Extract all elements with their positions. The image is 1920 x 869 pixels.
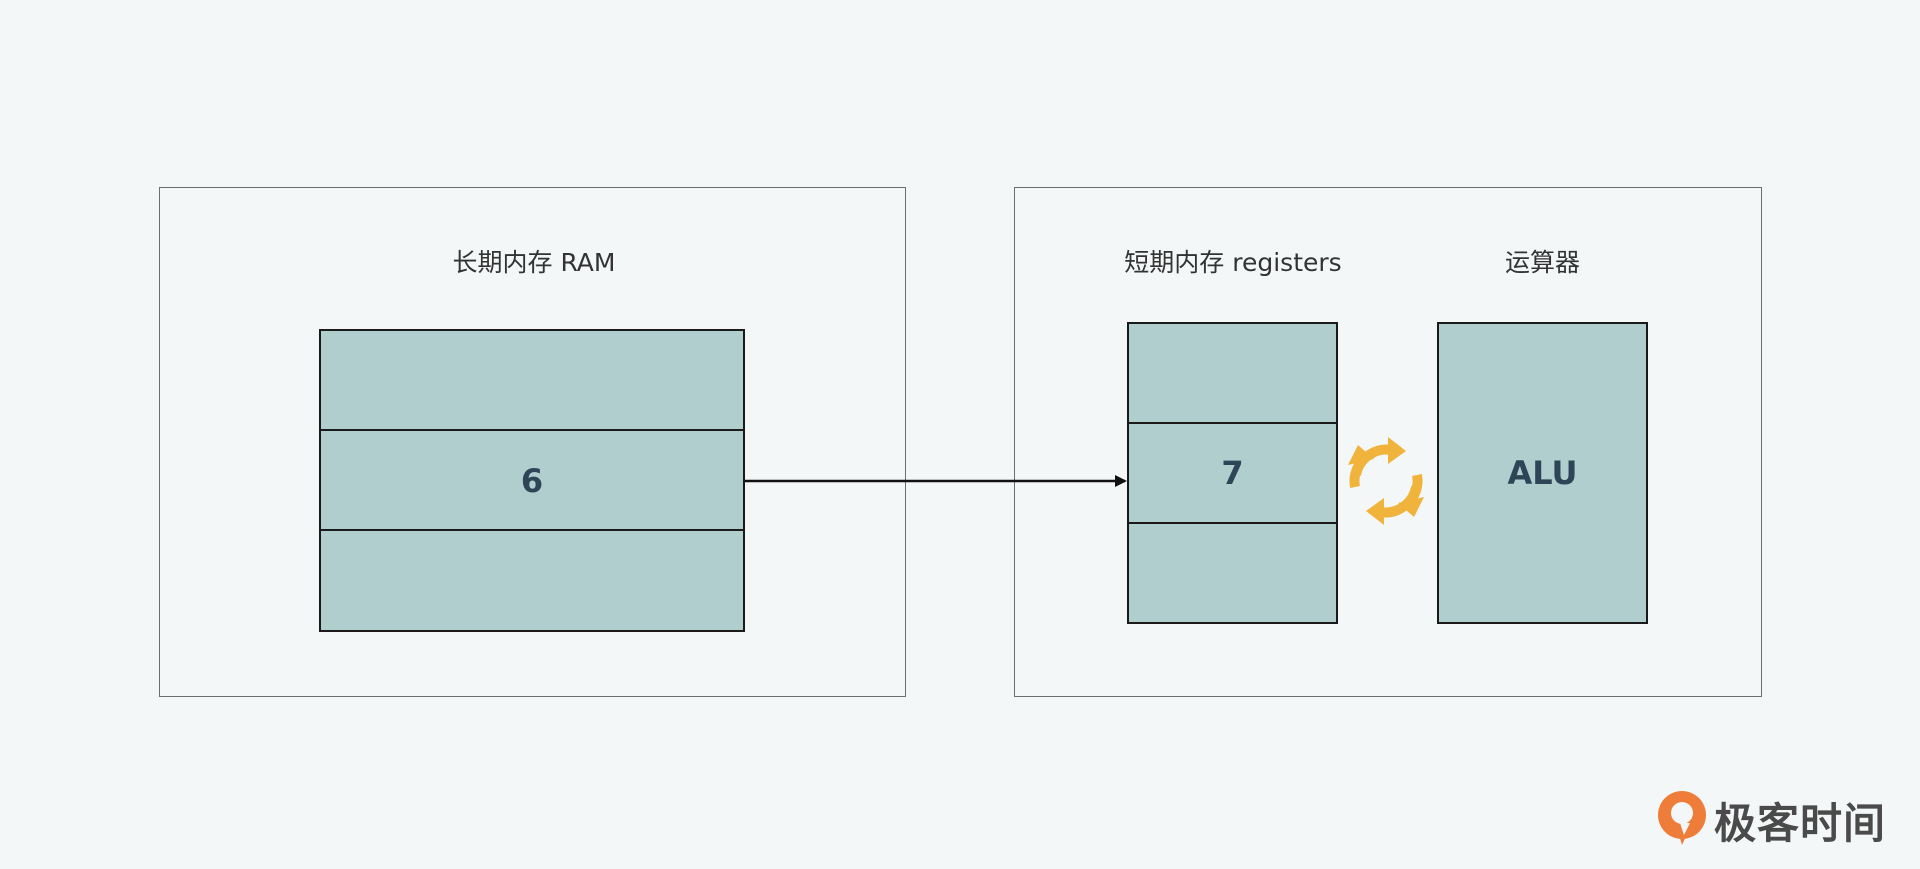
ram-cell-0 xyxy=(319,329,745,432)
ram-stack: 6 xyxy=(319,329,745,632)
registers-title: 短期内存 registers xyxy=(1124,248,1342,277)
ram-cell-2 xyxy=(319,529,745,632)
register-cell-1: 7 xyxy=(1127,422,1338,524)
alu-title: 运算器 xyxy=(1504,248,1580,277)
geektime-logo-icon xyxy=(1658,791,1706,845)
cycle-icon xyxy=(1348,437,1424,525)
registers-stack: 7 xyxy=(1127,322,1338,624)
register-cell-2 xyxy=(1127,522,1338,624)
alu-block: ALU xyxy=(1437,322,1648,624)
ram-panel-title: 长期内存 RAM xyxy=(452,248,616,277)
cpu-panel xyxy=(1014,187,1762,697)
logo-text: 极客时间 xyxy=(1714,799,1887,848)
ram-panel xyxy=(159,187,906,697)
